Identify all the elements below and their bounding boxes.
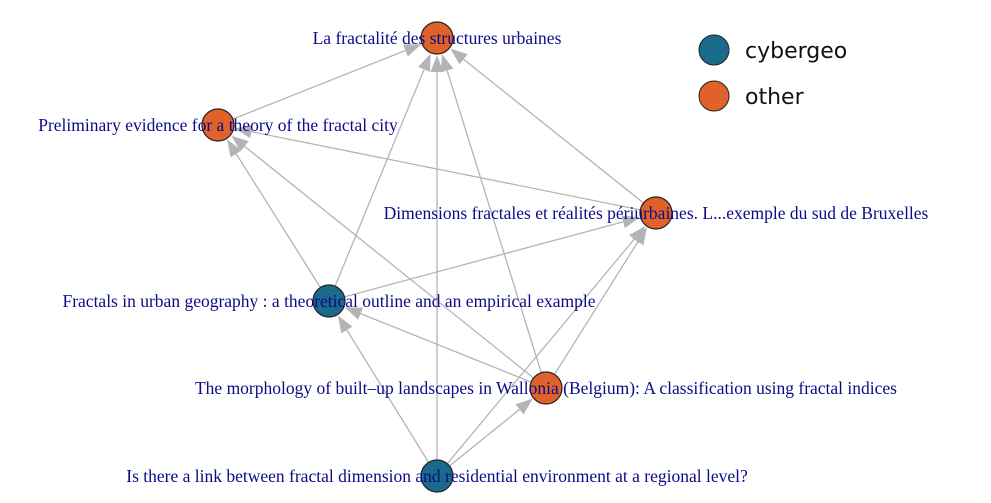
edge-n2-to-n1: [232, 44, 422, 120]
edge-n3-to-n1: [450, 48, 644, 204]
node-cybergeo[interactable]: [420, 459, 454, 493]
edges-layer: [227, 44, 647, 467]
edge-line: [360, 313, 532, 383]
edge-n6-to-n4: [337, 315, 430, 463]
edge-line: [251, 131, 641, 211]
edge-n3-to-n2: [234, 125, 641, 211]
arrowhead: [234, 125, 253, 139]
node-cybergeo[interactable]: [312, 284, 346, 318]
edge-n5-to-n1: [440, 54, 542, 373]
node-label: La fractalité des structures urbaines: [313, 28, 562, 48]
edge-line: [344, 221, 624, 298]
legend-label: other: [745, 85, 805, 110]
legend: cybergeo other: [698, 34, 847, 112]
arrowhead: [430, 55, 444, 72]
edge-line: [232, 49, 406, 120]
edge-n4-to-n3: [344, 215, 640, 298]
edge-line: [244, 145, 534, 379]
edge-line: [463, 58, 644, 204]
edge-n5-to-n2: [231, 135, 534, 379]
node-other[interactable]: [420, 21, 454, 55]
legend-item-other: other: [698, 80, 805, 112]
edge-line: [334, 69, 425, 287]
node-other[interactable]: [639, 196, 673, 230]
edge-line: [235, 153, 322, 288]
nodes-layer: [201, 21, 673, 493]
arrowhead: [227, 139, 242, 158]
arrowhead: [403, 44, 422, 57]
node-label: Preliminary evidence for a theory of the…: [38, 115, 398, 135]
arrowhead: [515, 398, 533, 415]
labels-layer: La fractalité des structures urbainesPre…: [38, 28, 928, 486]
arrowhead: [337, 315, 353, 334]
edge-n4-to-n1: [334, 53, 431, 287]
node-label: Dimensions fractales et réalités périurb…: [384, 203, 929, 223]
arrowhead: [450, 48, 468, 65]
legend-swatch: [698, 34, 730, 66]
edge-line: [449, 408, 520, 467]
node-label: Is there a link between fractal dimensio…: [126, 466, 748, 486]
edge-n6-to-n5: [449, 398, 533, 467]
edge-n4-to-n2: [227, 139, 322, 288]
edge-n6-to-n1: [430, 55, 444, 460]
node-other[interactable]: [529, 371, 563, 405]
arrowhead: [629, 226, 646, 244]
legend-item-cybergeo: cybergeo: [698, 34, 847, 66]
edge-line: [446, 238, 635, 465]
legend-label: cybergeo: [745, 39, 847, 64]
node-label: The morphology of built–up landscapes in…: [195, 378, 897, 398]
node-other[interactable]: [201, 108, 235, 142]
arrowhead: [418, 53, 431, 72]
edge-line: [346, 329, 430, 463]
edge-n5-to-n4: [344, 307, 532, 383]
arrowhead: [440, 54, 454, 73]
arrowhead: [344, 307, 363, 320]
edge-line: [446, 70, 542, 373]
arrowhead: [231, 135, 249, 152]
edge-line: [553, 241, 639, 375]
edge-n6-to-n3: [446, 226, 646, 465]
arrowhead: [621, 215, 640, 229]
legend-swatch: [698, 80, 730, 112]
node-label: Fractals in urban geography : a theoreti…: [62, 291, 595, 311]
